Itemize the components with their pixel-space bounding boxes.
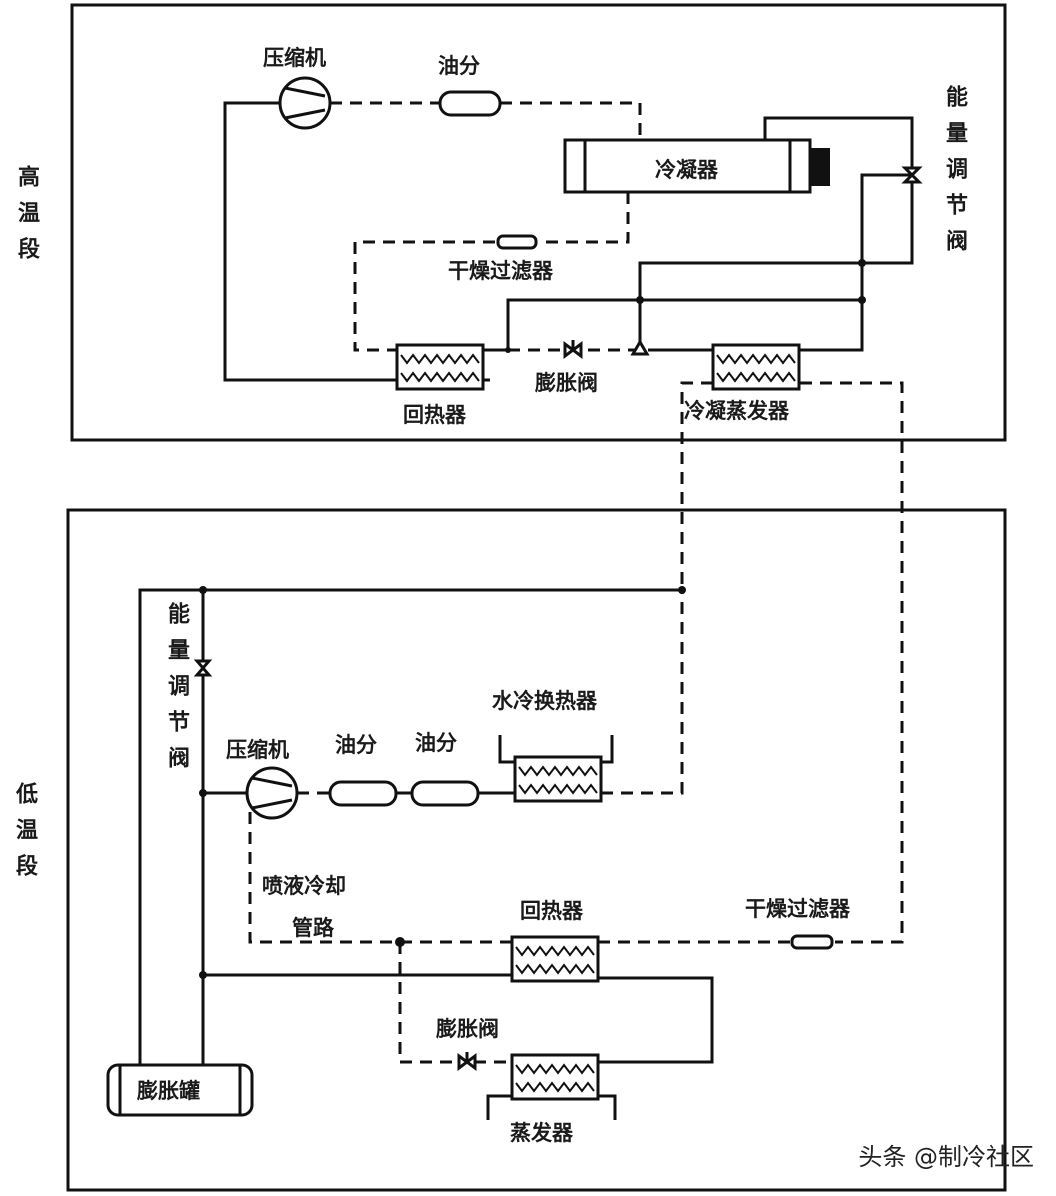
- high-compressor-label: 压缩机: [263, 46, 326, 70]
- high-stage-piping: [223, 101, 914, 944]
- condenser-label: 冷凝器: [655, 158, 719, 182]
- evaporator-label: 蒸发器: [510, 1121, 574, 1145]
- low-compressor-label: 压缩机: [226, 738, 289, 762]
- low-filter-drier-label: 干燥过滤器: [745, 897, 851, 921]
- high-regenerator-label: 回热器: [403, 403, 467, 427]
- low-regenerator-icon: [510, 935, 600, 983]
- evaporator-icon: [510, 1053, 600, 1101]
- low-regenerator-label: 回热器: [520, 899, 584, 923]
- low-compressor-icon: [245, 766, 299, 820]
- cascade-condenser-icon: [711, 343, 801, 391]
- high-filter-drier-label: 干燥过滤器: [448, 259, 554, 283]
- high-oil-separator-icon: [438, 90, 502, 117]
- cascade-condenser-label: 冷凝蒸发器: [684, 399, 790, 423]
- high-regenerator-icon: [395, 343, 485, 391]
- high-stage-frame: [70, 3, 1007, 442]
- expansion-tank-icon: [106, 1063, 254, 1117]
- high-oil-separator-label: 油分: [438, 54, 480, 78]
- high-stage-label: 高温段: [14, 165, 39, 273]
- spray-cooling-line-label-2: 管路: [292, 916, 335, 940]
- low-oil-separator-1-label: 油分: [335, 733, 377, 757]
- water-cooled-exchanger-icon: [513, 755, 603, 803]
- low-oil-separator-2-label: 油分: [415, 731, 457, 755]
- distributor-icon: [630, 339, 650, 356]
- low-expansion-valve-icon: [457, 1052, 477, 1071]
- watermark: 头条 @制冷社区: [858, 1143, 1034, 1171]
- high-capacity-valve-icon: [901, 166, 923, 184]
- high-capacity-valve-label: 能量调节阀: [942, 85, 967, 265]
- expansion-tank-label: 膨胀罐: [137, 1079, 200, 1103]
- low-stage-frame: [66, 508, 1007, 1192]
- high-compressor-icon: [278, 76, 332, 130]
- low-capacity-valve-icon: [193, 659, 213, 677]
- spray-cooling-line-label-1: 喷液冷却: [262, 874, 346, 898]
- low-filter-drier-icon: [790, 934, 834, 950]
- low-expansion-valve-label: 膨胀阀: [436, 1017, 499, 1041]
- low-stage-label: 低温段: [12, 782, 37, 890]
- condenser-icon: [563, 138, 830, 194]
- low-capacity-valve-label: 能量调节阀: [164, 602, 189, 782]
- water-cooled-exchanger-label: 水冷换热器: [492, 689, 598, 713]
- high-filter-drier-icon: [496, 234, 538, 250]
- high-expansion-valve-icon: [563, 340, 583, 359]
- high-expansion-valve-label: 膨胀阀: [535, 371, 598, 395]
- low-oil-separator-1-icon: [328, 780, 398, 807]
- low-oil-separator-2-icon: [410, 780, 480, 807]
- low-stage-piping: [138, 586, 790, 1120]
